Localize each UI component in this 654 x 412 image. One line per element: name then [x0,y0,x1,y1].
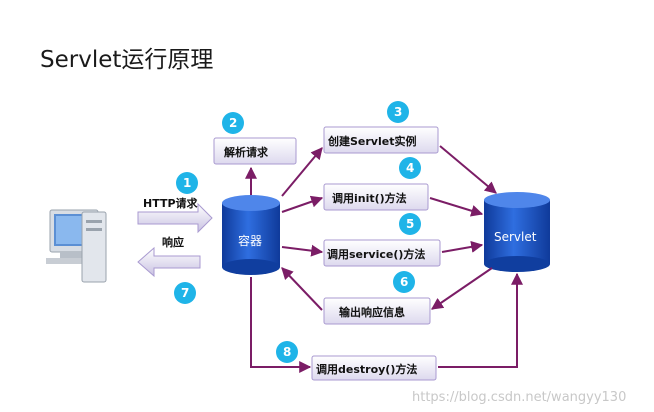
step-badges: 1 2 3 4 5 6 7 8 [174,101,421,363]
arrow-container-to-init [281,195,324,213]
http-request-label: HTTP请求 [143,196,199,210]
badge-2: 2 [222,112,244,134]
step-service-label: 调用service()方法 [327,247,425,261]
arrow-output-to-container [281,267,323,311]
arrow-container-to-create [281,147,323,197]
svg-text:5: 5 [406,217,414,231]
badge-5: 5 [399,213,421,235]
servlet-cylinder: Servlet [484,192,550,272]
container-label: 容器 [238,233,262,248]
badge-1: 1 [176,172,198,194]
step-destroy-label: 调用destroy()方法 [316,362,417,376]
arrow-service-to-servlet [441,240,484,253]
svg-text:4: 4 [406,161,414,175]
step-create-label: 创建Servlet实例 [327,134,416,148]
container-cylinder: 容器 [222,195,280,275]
step-output-label: 输出响应信息 [339,305,405,319]
step-parse-box: 解析请求 [213,137,297,165]
http-request-arrow [137,202,213,234]
step-init-label: 调用init()方法 [332,191,407,205]
svg-text:2: 2 [229,116,237,130]
badge-6: 6 [393,271,415,293]
badge-4: 4 [399,157,421,179]
step-service-box: 调用service()方法 [323,239,441,267]
arrow-container-to-destroy [250,277,312,373]
arrow-init-to-servlet [429,197,484,217]
page-title: Servlet运行原理 [40,47,214,73]
flow-arrows [245,145,523,373]
arrow-create-to-servlet [439,145,497,194]
badge-7: 7 [174,282,196,304]
svg-text:1: 1 [183,176,191,190]
svg-text:7: 7 [181,286,189,300]
servlet-label: Servlet [494,230,537,244]
svg-text:3: 3 [394,105,402,119]
response-arrow [137,246,201,278]
step-create-box: 创建Servlet实例 [323,126,439,154]
arrow-servlet-to-output [431,267,493,310]
arrow-destroy-to-servlet [438,272,523,368]
arrow-container-to-service [281,244,324,257]
watermark: https://blog.csdn.net/wangyy130 [412,390,626,405]
response-label: 响应 [162,235,184,249]
svg-text:8: 8 [283,345,291,359]
step-parse-label: 解析请求 [224,145,269,159]
step-output-box: 输出响应信息 [323,297,431,325]
svg-text:6: 6 [400,275,408,289]
badge-8: 8 [276,341,298,363]
step-init-box: 调用init()方法 [323,183,429,211]
step-destroy-box: 调用destroy()方法 [311,355,437,381]
badge-3: 3 [387,101,409,123]
computer-icon [46,209,107,283]
